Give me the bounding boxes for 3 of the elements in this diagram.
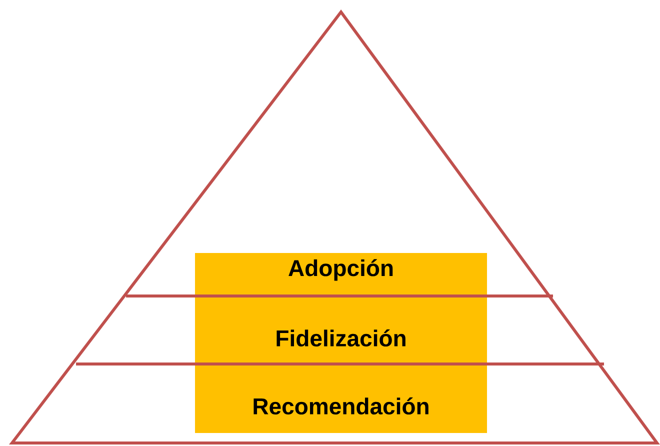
level-label: Adopción (288, 259, 393, 281)
level-label: Fidelización (276, 329, 406, 347)
level-label: Recomendación (254, 397, 428, 415)
